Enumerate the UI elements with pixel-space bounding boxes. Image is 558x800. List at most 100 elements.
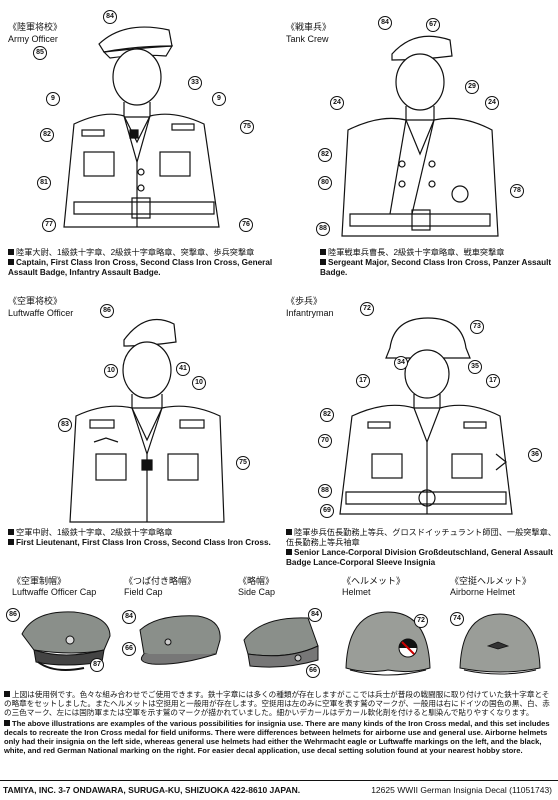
callout-number: 84: [378, 16, 392, 30]
company-address: TAMIYA, INC. 3-7 ONDAWARA, SURUGA-KU, SH…: [3, 785, 301, 795]
tank-crew-illustration: [341, 35, 499, 237]
field-cap-illustration: [139, 615, 221, 665]
callout-number: 24: [330, 96, 344, 110]
callout-number: 84: [103, 10, 117, 24]
callout-number: 73: [470, 320, 484, 334]
usage-note-jp: 上図は使用例です。色々な組み合わせでご使用できます。鉄十字章には多くの種類が存在…: [4, 690, 550, 718]
headgear-field-cap: 《つば付き略帽》 Field Cap 84 66: [118, 574, 230, 686]
figure-title-jp: 《戦車兵》: [286, 22, 332, 32]
figure-caption: 陸軍歩兵伍長勤務上等兵、グロスドイッチュラント師団、一般突撃章、伍長勤務上等兵袖…: [286, 528, 557, 567]
headgear-title-en: Side Cap: [238, 587, 276, 597]
callout-number: 29: [465, 80, 479, 94]
callout-number: 67: [426, 18, 440, 32]
callout-number: 9: [212, 92, 226, 106]
figure-title-jp: 《空軍将校》: [8, 296, 63, 306]
bullet-square-icon: [8, 249, 14, 255]
figure-caption: 陸軍大尉、1級鉄十字章、2級鉄十字章略章、突撃章、歩兵突撃章 Captain, …: [8, 248, 273, 277]
callout-number: 86: [100, 304, 114, 318]
callout-number: 66: [306, 664, 320, 678]
headgear-title-en: Airborne Helmet: [450, 587, 516, 597]
figure-title-en: Infantryman: [286, 308, 334, 318]
callout-number: 69: [320, 504, 334, 518]
callout-number: 24: [485, 96, 499, 110]
headgear-title-jp: 《略帽》: [238, 576, 275, 586]
headgear-title-en: Field Cap: [124, 587, 163, 597]
figure-title-jp: 《陸軍将校》: [8, 22, 63, 32]
callout-number: 66: [122, 642, 136, 656]
bullet-square-icon: [320, 259, 326, 265]
callout-number: 72: [414, 614, 428, 628]
callout-number: 33: [188, 76, 202, 90]
bullet-square-icon: [4, 719, 10, 726]
usage-note: 上図は使用例です。色々な組み合わせでご使用できます。鉄十字章には多くの種類が存在…: [4, 690, 554, 755]
figure-title-en: Tank Crew: [286, 34, 329, 44]
callout-number: 74: [450, 612, 464, 626]
usage-note-en: The above illustrations are examples of …: [4, 718, 550, 756]
bullet-square-icon: [4, 691, 10, 697]
helmet-illustration: [345, 611, 431, 676]
callout-number: 17: [356, 374, 370, 388]
headgear-airborne-helmet: 《空挺ヘルメット》 Airborne Helmet 74: [444, 574, 556, 686]
side-cap-illustration: [243, 617, 319, 668]
callout-number: 36: [528, 448, 542, 462]
airborne-helmet-illustration: [459, 613, 541, 675]
footer: TAMIYA, INC. 3-7 ONDAWARA, SURUGA-KU, SH…: [0, 782, 558, 798]
product-code: 12625 WWII German Insignia Decal (110517…: [371, 785, 552, 795]
bullet-square-icon: [8, 529, 14, 535]
callout-number: 10: [104, 364, 118, 378]
callout-number: 10: [192, 376, 206, 390]
headgear-title-jp: 《つば付き略帽》: [124, 576, 197, 586]
headgear-title-en: Luftwaffe Officer Cap: [12, 587, 97, 597]
callout-number: 84: [308, 608, 322, 622]
headgear-luftwaffe-cap: 《空軍制帽》 Luftwaffe Officer Cap 86 87: [4, 574, 114, 686]
bullet-square-icon: [286, 549, 292, 555]
headgear-helmet: 《ヘルメット》 Helmet 72: [336, 574, 440, 686]
bullet-square-icon: [320, 249, 326, 255]
figure-army-officer: 《陸軍将校》 Army Officer 84 85 9 33 9 82 75 8…: [4, 0, 276, 290]
figure-title-en: Army Officer: [8, 34, 58, 44]
callout-number: 87: [90, 658, 104, 672]
figure-title-en: Luftwaffe Officer: [8, 308, 74, 318]
callout-number: 82: [320, 408, 334, 422]
callout-number: 17: [486, 374, 500, 388]
bullet-square-icon: [8, 539, 14, 545]
figure-caption: 陸軍戦車兵曹長、2級鉄十字章略章、戦車突撃章 Sergeant Major, S…: [320, 248, 552, 277]
callout-number: 70: [318, 434, 332, 448]
figure-tank-crew: 《戦車兵》 Tank Crew 84 67 29 24 24 82 80 78 …: [280, 0, 556, 290]
bullet-square-icon: [286, 529, 292, 535]
army-officer-illustration: [63, 26, 220, 228]
callout-number: 9: [46, 92, 60, 106]
figure-infantryman: 《歩兵》 Infantryman 72 73 34 35 17 17 82 70…: [280, 292, 556, 572]
callout-number: 75: [240, 120, 254, 134]
callout-number: 88: [318, 484, 332, 498]
headgear-title-jp: 《空挺ヘルメット》: [450, 576, 532, 586]
headgear-side-cap: 《略帽》 Side Cap 84 66: [232, 574, 332, 686]
callout-number: 77: [42, 218, 56, 232]
figure-title-jp: 《歩兵》: [286, 296, 323, 306]
callout-number: 34: [394, 356, 408, 370]
callout-number: 82: [40, 128, 54, 142]
headgear-title-en: Helmet: [342, 587, 371, 597]
luftwaffe-cap-illustration: [21, 611, 111, 671]
bullet-square-icon: [8, 259, 14, 265]
callout-number: 76: [239, 218, 253, 232]
callout-number: 83: [58, 418, 72, 432]
headgear-row: 《空軍制帽》 Luftwaffe Officer Cap 86 87 《つば付き…: [0, 574, 558, 686]
callout-number: 88: [316, 222, 330, 236]
footer-divider: [0, 780, 558, 781]
callout-number: 72: [360, 302, 374, 316]
luftwaffe-officer-illustration: [69, 319, 225, 523]
callout-number: 86: [6, 608, 20, 622]
figure-luftwaffe-officer: 《空軍将校》 Luftwaffe Officer 86 10 41 10 83 …: [4, 292, 276, 572]
callout-number: 85: [33, 46, 47, 60]
callout-number: 82: [318, 148, 332, 162]
callout-number: 75: [236, 456, 250, 470]
callout-number: 41: [176, 362, 190, 376]
callout-number: 84: [122, 610, 136, 624]
headgear-title-jp: 《ヘルメット》: [342, 576, 406, 586]
callout-number: 78: [510, 184, 524, 198]
callout-number: 80: [318, 176, 332, 190]
headgear-title-jp: 《空軍制帽》: [12, 576, 67, 586]
callout-number: 35: [468, 360, 482, 374]
figure-caption: 空軍中尉、1級鉄十字章、2級鉄十字章略章 First Lieutenant, F…: [8, 528, 276, 548]
